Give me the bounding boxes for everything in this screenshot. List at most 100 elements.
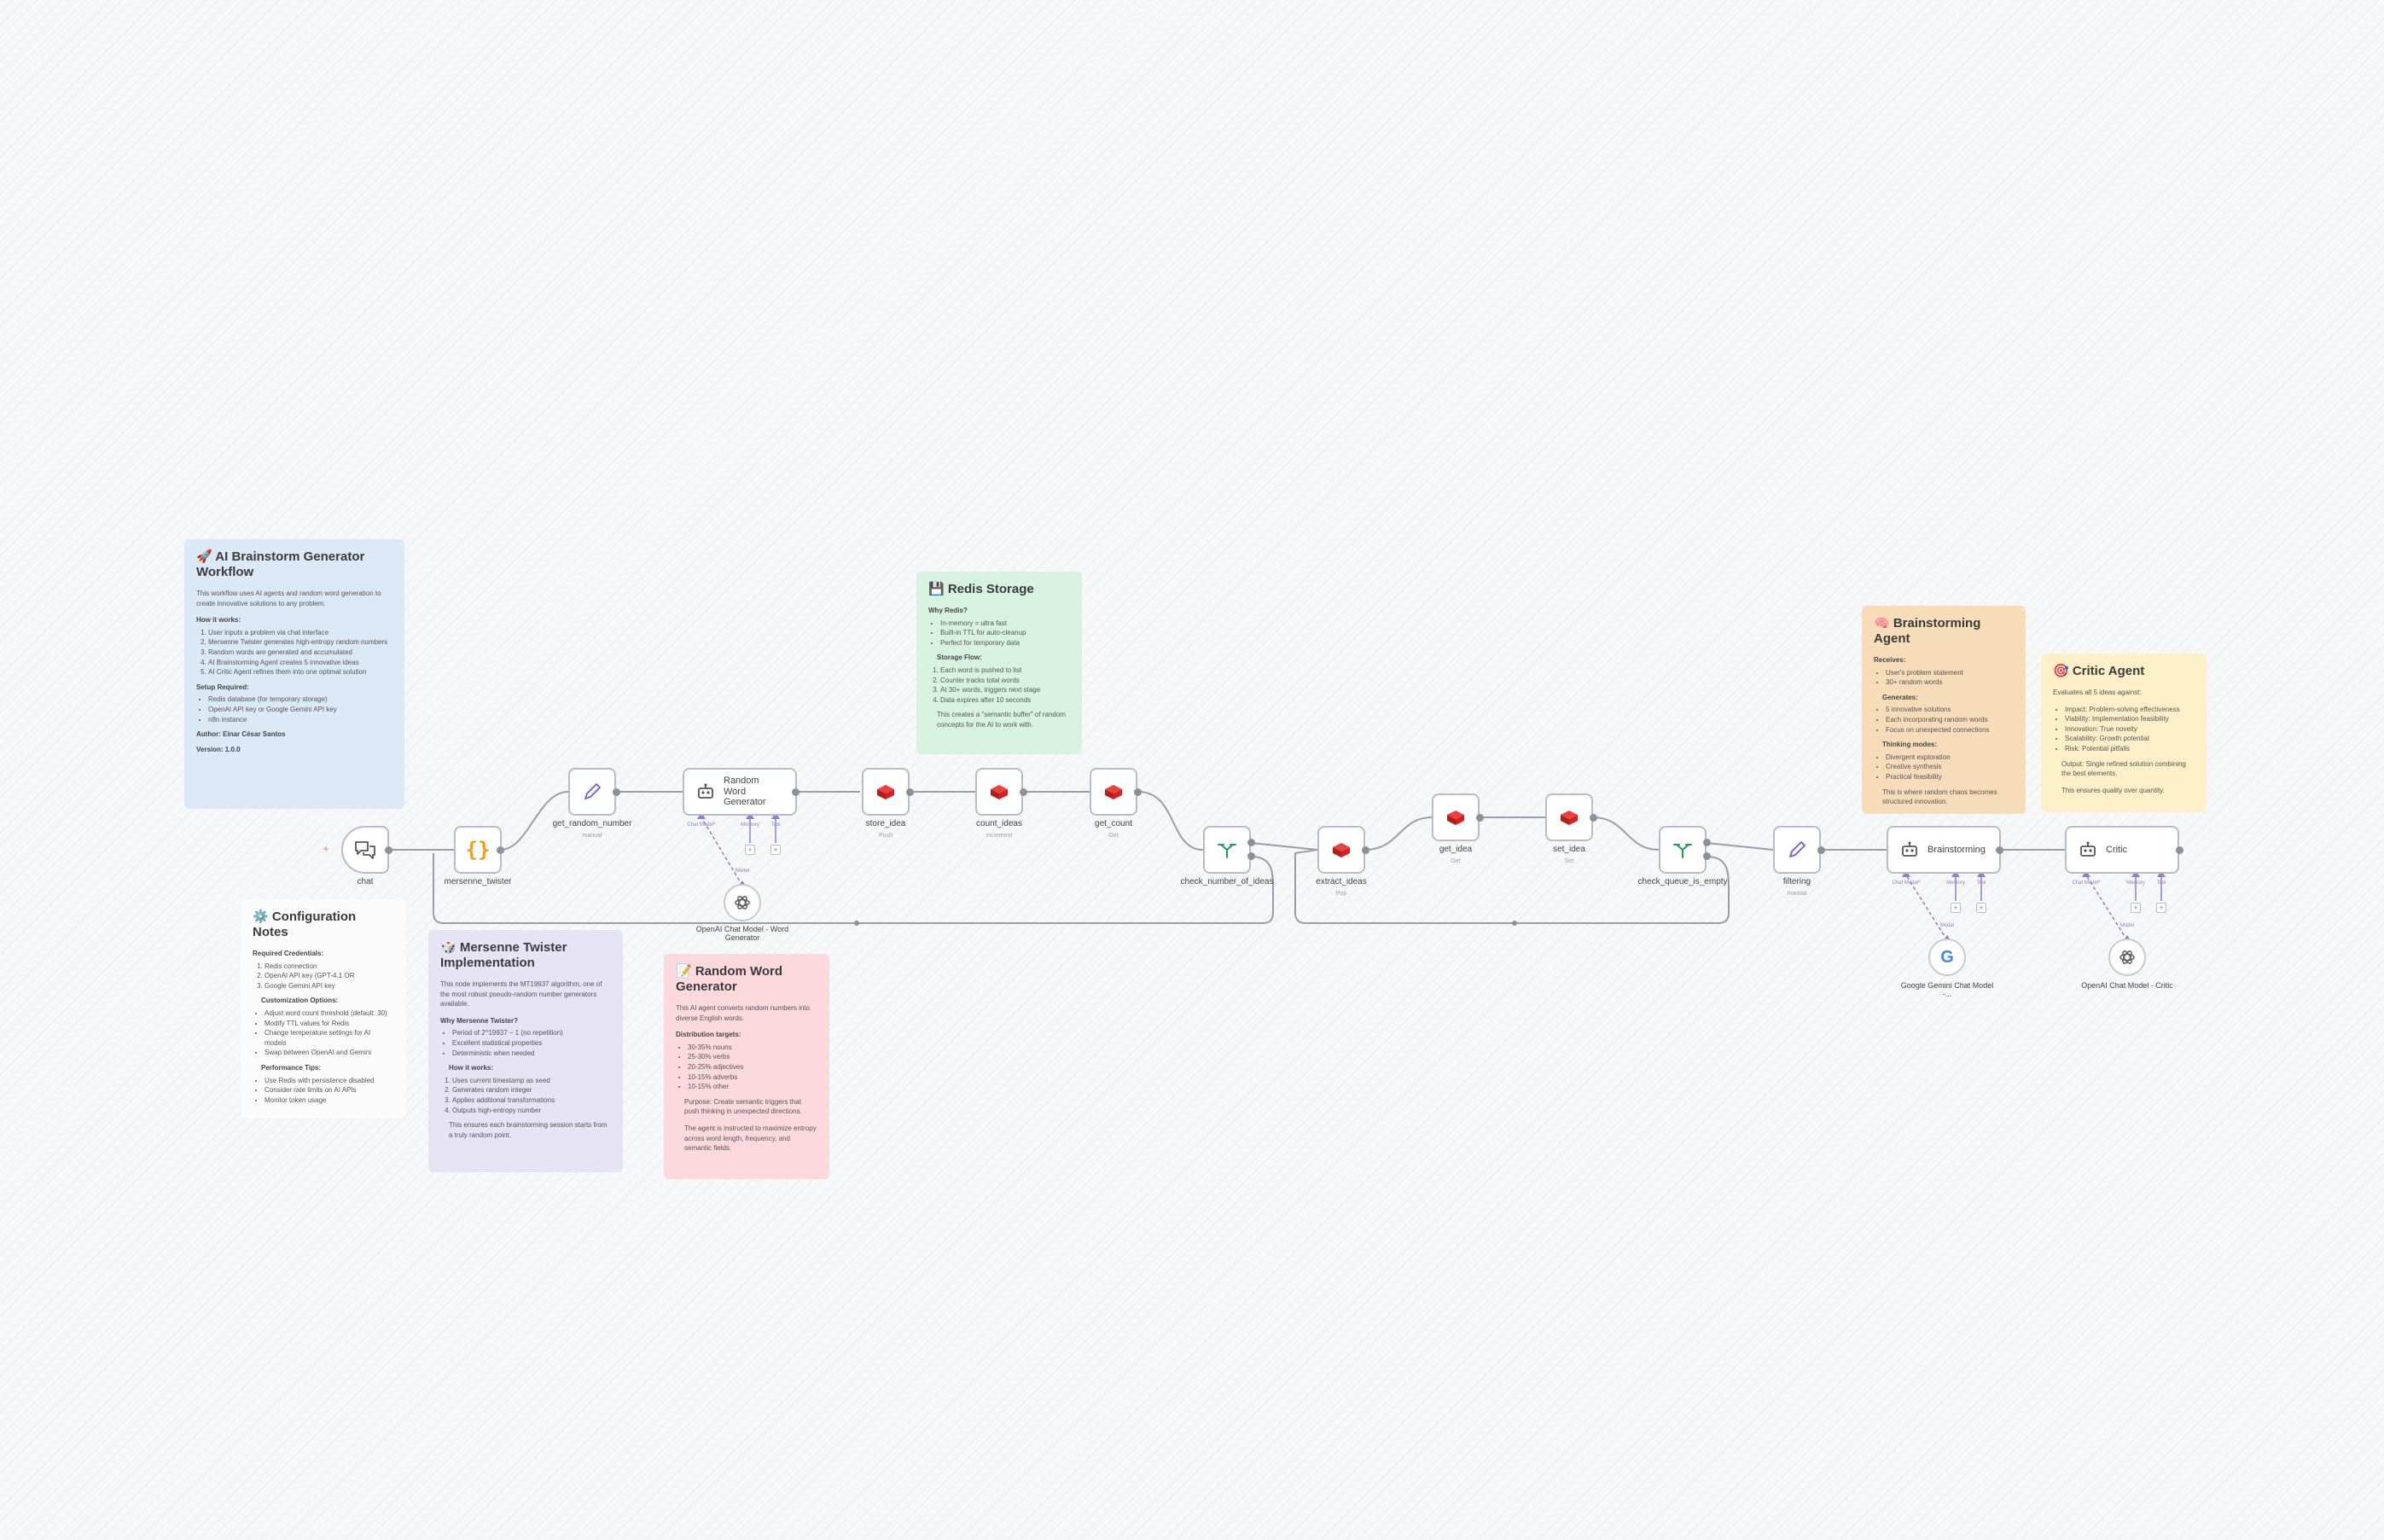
node-filtering[interactable] [1773,826,1821,874]
critic-port-memory: Memory [2126,880,2145,886]
node-check-queue-is-empty[interactable] [1659,826,1707,874]
note-workflow-title: 🚀 AI Brainstorm Generator Workflow [196,549,365,579]
note-brainstorming[interactable]: 🧠 Brainstorming Agent Receives: User's p… [1862,606,2026,814]
list-item: Focus on unexpected connections [1886,725,2014,735]
node-count-ideas[interactable] [975,768,1023,816]
list-item: Creative synthesis [1886,762,2014,772]
node-google-gemini[interactable]: G [1928,939,1966,976]
redis-icon [1333,843,1350,857]
list-item: 25-30% verbs [688,1052,817,1062]
node-gemini-label: Google Gemini Chat Model -... [1900,981,1994,998]
if-icon [1218,844,1236,858]
port-getcount-out[interactable] [1134,788,1142,796]
note-brain-modes: Divergent exploration Creative synthesis… [1874,753,2014,782]
node-count-ideas-label: count_ideas [976,819,1022,828]
port-check-false[interactable] [1247,852,1255,860]
port-store-out[interactable] [906,788,914,796]
node-critic-title: Critic [2106,844,2128,855]
list-item: Data expires after 10 seconds [940,695,1070,706]
note-redis[interactable]: 💾 Redis Storage Why Redis? In-memory = u… [916,572,1082,754]
wire-check-extract [1250,842,1318,851]
chat-icon [355,841,375,859]
note-redis-flow: Each word is pushed to list Counter trac… [928,665,1070,705]
note-mersenne-why-title: Why Mersenne Twister? [440,1016,518,1025]
port-brain-out[interactable] [1996,846,2003,854]
node-random-word-generator[interactable]: Random Word Generator [683,768,797,816]
list-item: AI Brainstorming Agent creates 5 innovat… [208,658,392,668]
list-item: Each incorporating random words [1886,715,2014,725]
node-get-random-number[interactable] [568,768,616,816]
note-config-perf: Use Redis with persistence disabled Cons… [253,1076,394,1106]
node-get-count-label: get_count [1095,819,1132,828]
note-brain-receives: User's problem statement 30+ random word… [1874,668,2014,688]
note-workflow-how-title: How it works: [196,616,241,625]
port-checkq-false[interactable] [1703,852,1711,860]
critic-add-tool-icon[interactable]: + [2156,903,2166,913]
node-check-number-of-ideas[interactable] [1203,826,1251,874]
node-count-ideas-sub: increment [986,833,1013,839]
node-extract-ideas[interactable] [1317,826,1365,874]
node-mersenne-twister[interactable]: {} [454,826,502,874]
note-config[interactable]: ⚙️ Configuration Notes Required Credenti… [241,899,406,1118]
redis-icon [1447,811,1464,825]
note-config-custom-title: Customization Options: [261,997,339,1005]
node-get-count[interactable] [1090,768,1137,816]
list-item: At 30+ words, triggers next stage [940,685,1070,695]
list-item: Period of 2^19937 − 1 (no repetition) [452,1028,611,1038]
note-workflow-how-list: User inputs a problem via chat interface… [196,628,392,677]
port-chat-out[interactable] [385,846,392,854]
openai-icon [735,896,750,909]
note-redis-why-title: Why Redis? [928,607,968,614]
critic-add-memory-icon[interactable]: + [2131,903,2141,913]
note-mersenne-outro: This ensures each brainstorming session … [449,1121,608,1139]
google-icon: G [1940,947,1954,967]
note-critic-intro: Evaluates all 5 ideas against: [2053,689,2142,696]
list-item: 10-15% adverbs [688,1072,817,1083]
port-count-out[interactable] [1020,788,1027,796]
node-set-idea[interactable] [1545,793,1593,841]
note-randomword[interactable]: 📝 Random Word Generator This AI agent co… [664,954,829,1179]
port-checkq-true[interactable] [1703,839,1711,846]
node-store-idea[interactable] [862,768,910,816]
list-item: 20-25% adjectives [688,1062,817,1072]
rwg-add-memory-icon[interactable]: + [745,845,755,855]
port-check-true[interactable] [1247,839,1255,846]
brain-add-tool-icon[interactable]: + [1976,903,1986,913]
node-set-idea-label: set_idea [1553,845,1585,854]
node-brainstorming[interactable]: Brainstorming [1887,826,2001,874]
note-mersenne-title: 🎲 Mersenne Twister Implementation [440,940,567,970]
node-rwg-title: Random Word Generator [724,776,766,808]
list-item: Each word is pushed to list [940,665,1070,676]
list-item: Built-in TTL for auto-cleanup [940,628,1070,638]
node-extract-ideas-label: extract_ideas [1316,877,1367,886]
rwg-add-tool-icon[interactable]: + [770,845,781,855]
port-rwg-out[interactable] [792,788,800,796]
node-openai-critic[interactable] [2108,939,2146,976]
robot-icon [2080,841,2096,857]
note-config-cred-title: Required Credentials: [253,950,324,957]
node-get-idea[interactable] [1432,793,1480,841]
list-item: Redis database (for temporary storage) [208,694,392,705]
node-openai-word-generator[interactable] [724,884,761,921]
note-brain-outro: This is where random chaos becomes struc… [1882,787,1997,806]
brain-add-memory-icon[interactable]: + [1951,903,1961,913]
add-trigger-plus-icon[interactable]: + [323,843,329,855]
node-critic[interactable]: Critic [2065,826,2179,874]
port-filtering-out[interactable] [1817,846,1825,854]
list-item: Generates random integer [452,1085,611,1095]
pencil-icon [584,783,601,799]
list-item: Excellent statistical properties [452,1038,611,1049]
note-critic[interactable]: 🎯 Critic Agent Evaluates all 5 ideas aga… [2041,654,2207,812]
port-getrandom-out[interactable] [613,788,620,796]
list-item: Scalability: Growth potential [2065,734,2195,744]
node-get-idea-sub: Get [1451,858,1461,864]
port-critic-out[interactable] [2176,846,2183,854]
port-mersenne-out[interactable] [497,846,504,854]
note-workflow[interactable]: 🚀 AI Brainstorm Generator Workflow This … [184,539,404,809]
port-setidea-out[interactable] [1590,814,1597,822]
note-mersenne[interactable]: 🎲 Mersenne Twister Implementation This n… [428,930,623,1172]
port-getidea-out[interactable] [1476,814,1484,822]
port-extract-out[interactable] [1362,846,1369,854]
node-chat[interactable] [341,826,389,874]
